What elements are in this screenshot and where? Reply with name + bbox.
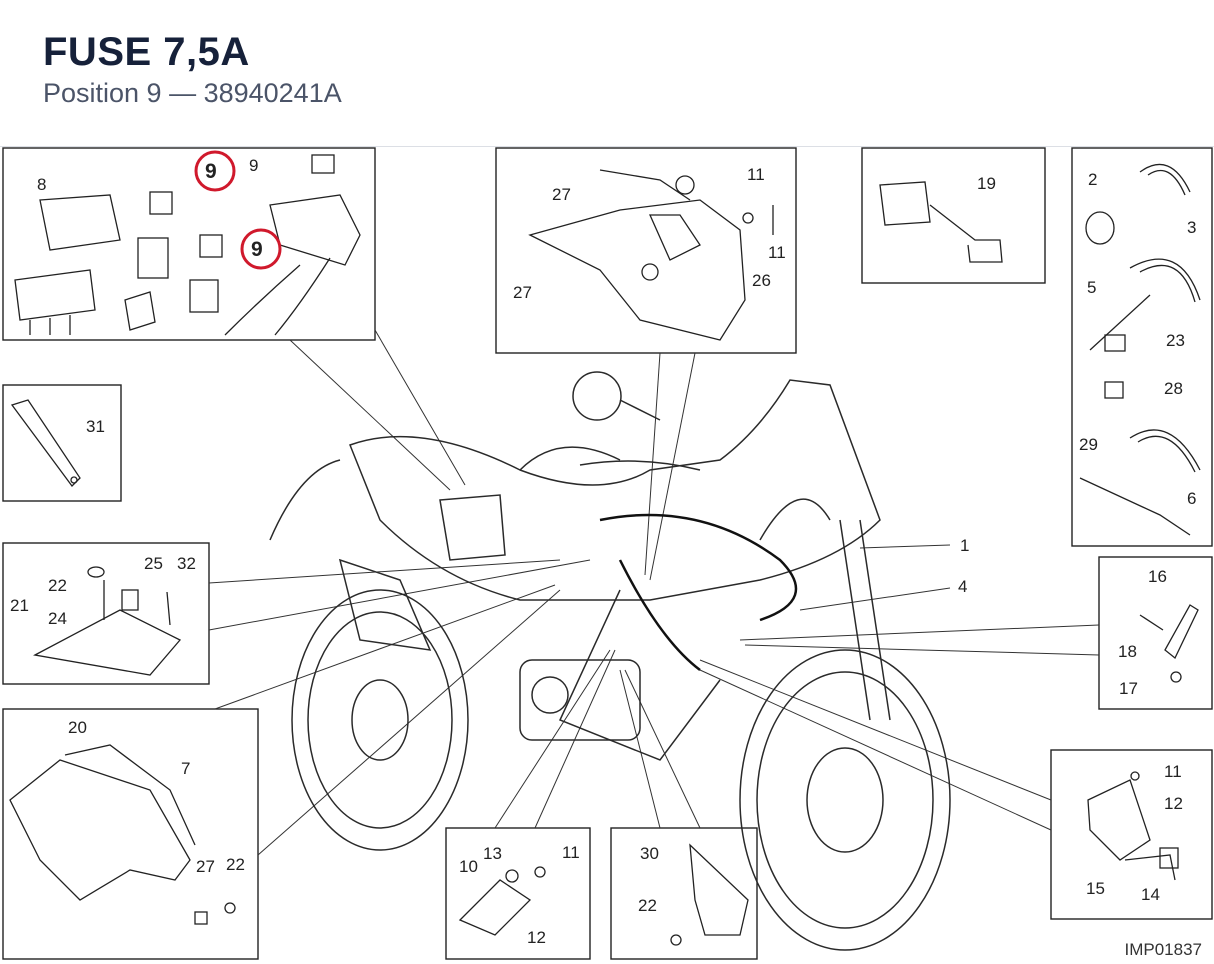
callout: 7 xyxy=(181,759,190,778)
callout: 26 xyxy=(752,271,771,290)
callout: 10 xyxy=(459,857,478,876)
callout: 28 xyxy=(1164,379,1183,398)
callout: 11 xyxy=(747,165,765,184)
detail-box-strap xyxy=(2,384,122,502)
fuse-9-right xyxy=(311,154,335,174)
detail-box-sensor xyxy=(1098,556,1213,710)
page-subtitle: Position 9 — 38940241A xyxy=(43,78,342,108)
callout-labels: 8 9 9 9 11 27 11 27 26 19 2 3 5 23 28 29… xyxy=(10,156,1196,947)
fuse-9-upper xyxy=(149,191,173,215)
guard-detail xyxy=(670,843,749,946)
sensor-detail xyxy=(1139,604,1199,683)
callout: 27 xyxy=(552,185,571,204)
callout: 12 xyxy=(1164,794,1183,813)
callout: 24 xyxy=(48,609,67,628)
callout: 22 xyxy=(48,576,67,595)
callout: 25 xyxy=(144,554,163,573)
headlight-bracket-detail xyxy=(528,169,774,341)
callout: 6 xyxy=(1187,489,1196,508)
holder-detail xyxy=(1087,771,1179,881)
detail-box-fuse xyxy=(2,147,376,341)
highlight-circle-upper xyxy=(194,150,236,192)
callout: 18 xyxy=(1118,642,1137,661)
callout: 20 xyxy=(68,718,87,737)
detail-box-cover xyxy=(2,708,259,960)
callout: 14 xyxy=(1141,885,1160,904)
callout: 22 xyxy=(226,855,245,874)
callout: 9 xyxy=(249,156,258,175)
clip-detail xyxy=(458,866,546,936)
detail-box-connector xyxy=(861,147,1046,284)
callout: 23 xyxy=(1166,331,1185,350)
page-title: FUSE 7,5A xyxy=(43,30,250,74)
callout: 5 xyxy=(1087,278,1096,297)
callout: 1 xyxy=(960,536,969,555)
callout: 11 xyxy=(768,243,786,262)
callout: 3 xyxy=(1187,218,1196,237)
callout: 27 xyxy=(196,857,215,876)
callout: 17 xyxy=(1119,679,1138,698)
callout: 31 xyxy=(86,417,105,436)
plate-detail xyxy=(33,566,182,676)
detail-box-guard xyxy=(610,827,758,960)
callout: 21 xyxy=(10,596,29,615)
motorcycle-illustration xyxy=(269,371,951,951)
callout-highlighted: 9 xyxy=(251,238,263,261)
detail-box-plate xyxy=(2,542,210,685)
fuse-box-detail xyxy=(14,154,361,336)
detail-box-clip xyxy=(445,827,591,960)
drawing-reference: IMP01837 xyxy=(1124,940,1203,959)
callout: 22 xyxy=(638,896,657,915)
callout: 30 xyxy=(640,844,659,863)
connector-detail xyxy=(879,181,1003,263)
callout: 11 xyxy=(562,843,580,862)
callout: 11 xyxy=(1164,762,1182,781)
callout: 8 xyxy=(37,175,46,194)
callout: 32 xyxy=(177,554,196,573)
fuse-9-lower xyxy=(199,234,223,258)
callout: 15 xyxy=(1086,879,1105,898)
callout: 29 xyxy=(1079,435,1098,454)
detail-box-ties xyxy=(1071,147,1213,547)
callout: 16 xyxy=(1148,567,1167,586)
callout: 27 xyxy=(513,283,532,302)
cover-detail xyxy=(9,744,236,925)
leader-lines xyxy=(208,329,1100,856)
callout: 4 xyxy=(958,577,967,596)
callout: 19 xyxy=(977,174,996,193)
fuse-highlight-markers xyxy=(194,150,282,270)
strap-detail xyxy=(10,399,81,487)
detail-box-holder xyxy=(1050,749,1213,920)
callout: 2 xyxy=(1088,170,1097,189)
ties-detail xyxy=(1079,163,1201,536)
detail-box-headlight-bracket xyxy=(495,147,797,354)
header-divider xyxy=(0,146,1214,147)
callout: 13 xyxy=(483,844,502,863)
highlight-circle-lower xyxy=(240,228,282,270)
callout-highlighted: 9 xyxy=(205,160,217,183)
callout: 12 xyxy=(527,928,546,947)
